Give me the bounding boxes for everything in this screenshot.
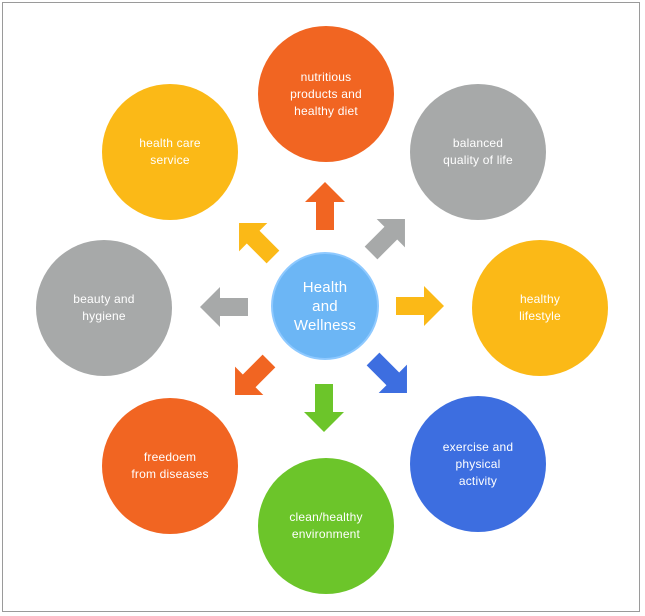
node-label: freedoem from diseases: [131, 450, 209, 481]
node-beauty-and-hygiene: beauty and hygiene: [36, 240, 172, 376]
node-exercise-and-physical-activity: exercise and physical activity: [410, 396, 546, 532]
arrow-topright: [364, 219, 405, 260]
center-node-health-and-wellness: Health and Wellness: [271, 252, 379, 360]
node-label: exercise and physical activity: [442, 439, 514, 488]
arrow-bottomleft: [235, 354, 276, 395]
arrow-left: [200, 287, 248, 327]
node-label: health care service: [139, 136, 201, 167]
node-label: balanced quality of life: [443, 136, 513, 167]
center-node-label: Health and Wellness: [293, 278, 357, 334]
arrow-topleft: [239, 223, 280, 264]
node-label: clean/healthy environment: [289, 510, 363, 541]
diagram-frame: [2, 2, 640, 612]
node-label: healthy lifestyle: [519, 292, 561, 323]
node-balanced-quality-of-life: balanced quality of life: [410, 84, 546, 220]
node-health-care-service: health care service: [102, 84, 238, 220]
arrow-right: [396, 286, 444, 326]
node-healthy-lifestyle: healthy lifestyle: [472, 240, 608, 376]
node-nutritious-products: nutritious products and healthy diet: [258, 26, 394, 162]
node-label: beauty and hygiene: [73, 292, 135, 323]
arrow-bottom: [304, 384, 344, 432]
node-label: nutritious products and healthy diet: [290, 69, 362, 118]
arrow-bottomright: [366, 352, 407, 393]
arrow-top: [305, 182, 345, 230]
node-freedom-from-diseases: freedoem from diseases: [102, 398, 238, 534]
node-clean-healthy-environment: clean/healthy environment: [258, 458, 394, 594]
